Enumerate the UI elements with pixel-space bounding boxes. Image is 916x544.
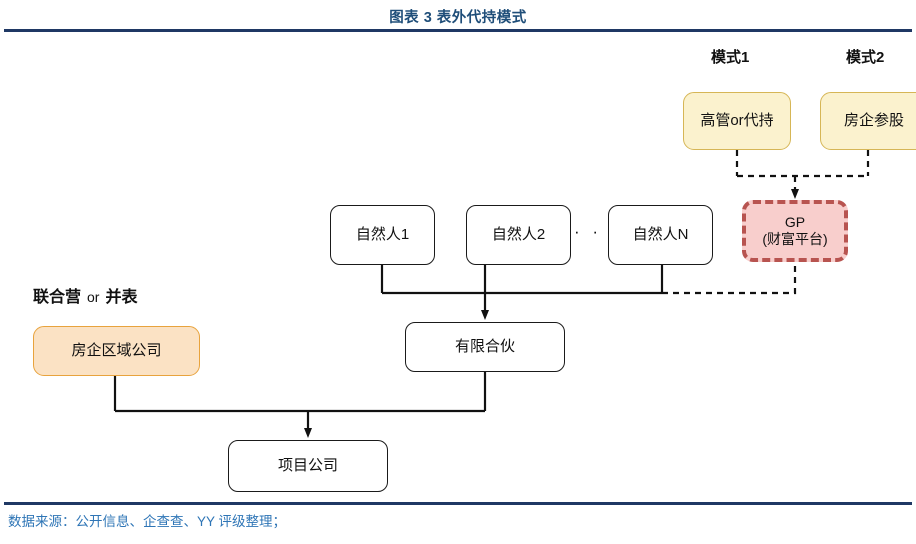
node-limited-partnership[interactable]: 有限合伙 (405, 322, 565, 372)
source-note: 数据来源：公开信息、企查查、YY 评级整理； (8, 514, 287, 529)
mode-1-label: 模式1 (711, 49, 750, 66)
node-project-company[interactable]: 项目公司 (228, 440, 388, 492)
page-title: 图表 3 表外代持模式 (389, 10, 527, 26)
node-developer-regional-company[interactable]: 房企区域公司 (33, 326, 200, 376)
node-natural-person-1[interactable]: 自然人1 (330, 205, 435, 265)
node-executive-nominee[interactable]: 高管or代持 (683, 92, 791, 150)
or-text: or (87, 289, 100, 305)
node-natural-person-2[interactable]: 自然人2 (466, 205, 571, 265)
joint-venture-or-consolidated-label: 联合营 or 并表 (33, 283, 137, 307)
node-gp-line-2: (财富平台) (762, 231, 828, 247)
consolidated-text: 并表 (105, 289, 138, 306)
node-gp-line-1: GP (784, 213, 806, 230)
node-gp-wealth-platform[interactable]: GP (财富平台) (742, 200, 848, 262)
mode-2-label: 模式2 (846, 49, 885, 66)
title-divider-top (4, 29, 912, 32)
footer-divider (4, 502, 912, 505)
node-natural-person-n[interactable]: 自然人N (608, 205, 713, 265)
joint-venture-text: 联合营 (33, 289, 82, 306)
wire-gp-to-lp-bus (662, 266, 797, 295)
node-developer-stake[interactable]: 房企参股 (820, 92, 916, 150)
